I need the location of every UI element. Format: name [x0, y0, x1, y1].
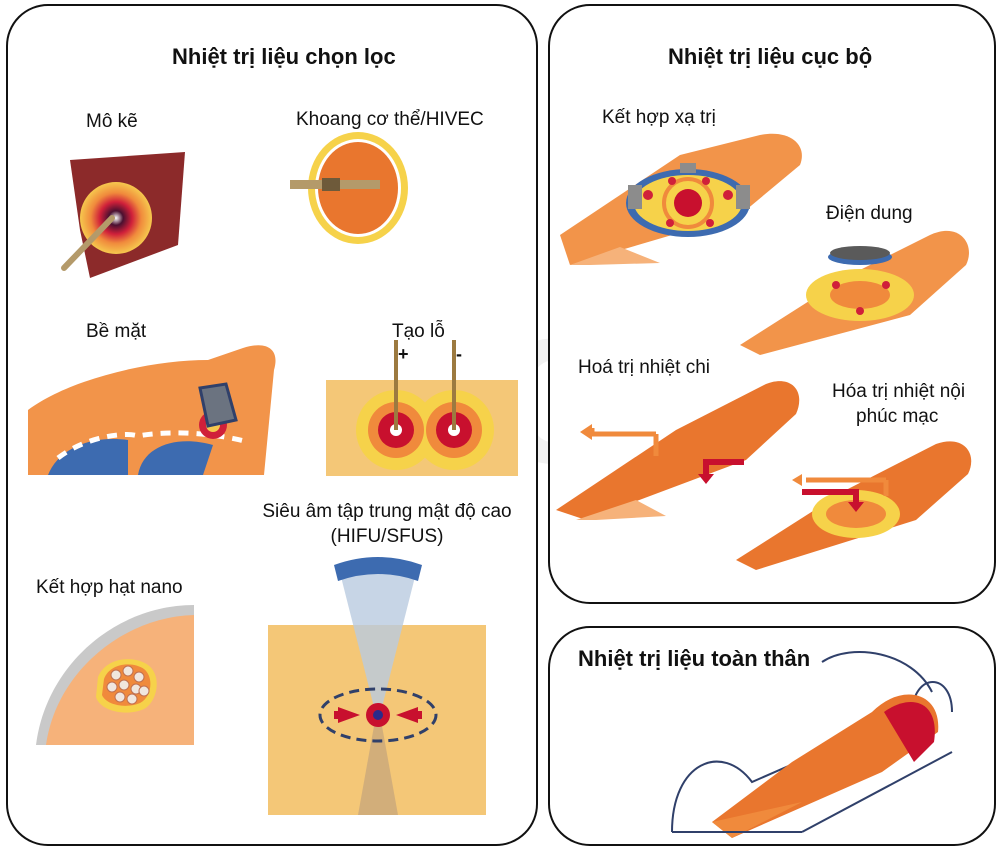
nanoparticle-illustration	[36, 605, 194, 745]
label-capacitive: Điện dung	[826, 203, 913, 224]
panel-title-local: Nhiệt trị liệu cục bộ	[668, 44, 873, 69]
intraperitoneal-illustration	[736, 441, 972, 570]
minus-sign: -	[456, 344, 462, 364]
capacitive-illustration	[740, 230, 969, 355]
label-interstitial: Mô kẽ	[86, 111, 138, 132]
plus-sign: +	[398, 344, 409, 364]
hifu-illustration	[268, 557, 486, 815]
label-peritoneal-line2: phúc mạc	[856, 406, 939, 427]
panel-title-whole-body: Nhiệt trị liệu toàn thân	[578, 646, 811, 671]
label-cavity: Khoang cơ thể/HIVEC	[296, 109, 484, 130]
label-peritoneal-line1: Hóa trị nhiệt nội	[832, 381, 966, 402]
interstitial-illustration	[61, 152, 185, 278]
label-perfusion: Tạo lỗ	[392, 321, 445, 342]
perfusion-illustration	[326, 340, 518, 476]
label-surface: Bề mặt	[86, 321, 147, 342]
label-radiation: Kết hợp xạ trị	[602, 107, 716, 128]
label-hifu-line1: Siêu âm tập trung mật độ cao	[262, 501, 512, 522]
panel-title-selective: Nhiệt trị liệu chọn lọc	[172, 44, 396, 69]
label-nanoparticle: Kết hợp hạt nano	[36, 577, 183, 598]
limb-perfusion-illustration	[556, 381, 800, 520]
cavity-illustration	[290, 132, 408, 244]
whole-body-illustration	[671, 651, 953, 838]
surface-illustration	[28, 345, 276, 475]
label-limb: Hoá trị nhiệt chi	[578, 357, 711, 378]
radiation-combo-illustration	[560, 133, 802, 265]
label-hifu-line2: (HIFU/SFUS)	[330, 526, 444, 547]
